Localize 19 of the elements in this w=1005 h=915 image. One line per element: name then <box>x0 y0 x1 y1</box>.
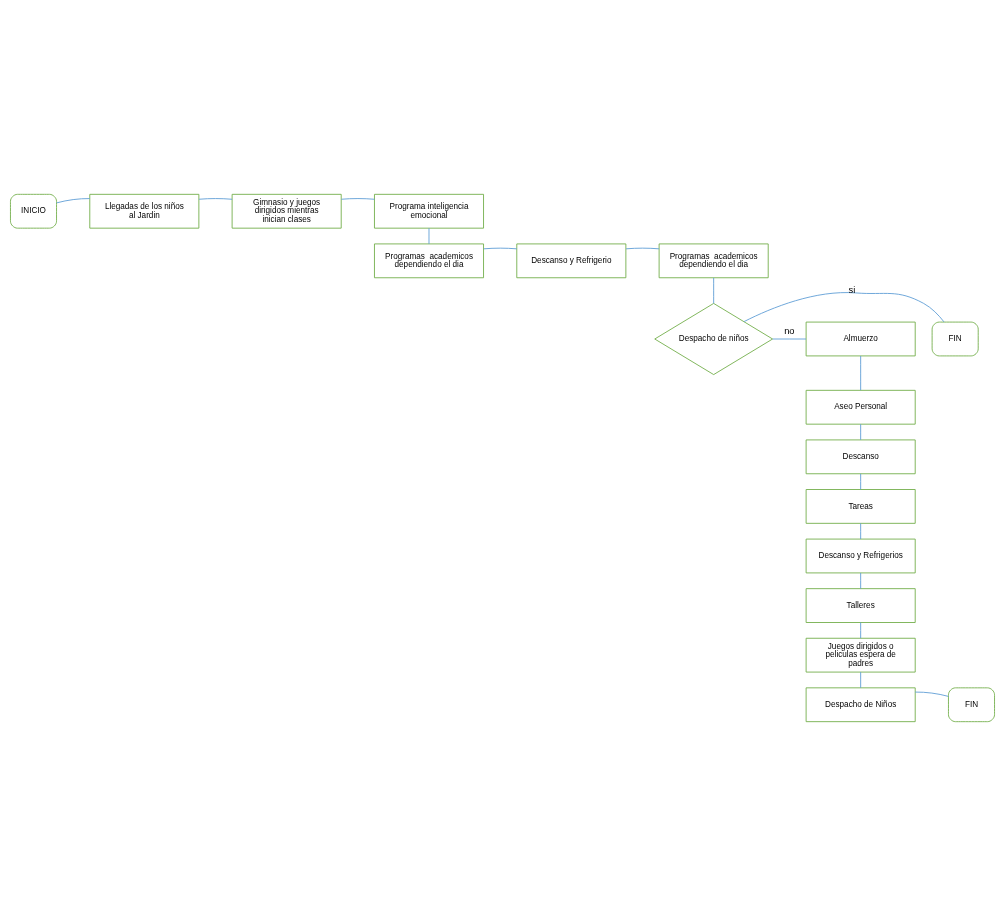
connector <box>772 338 807 339</box>
connector <box>860 621 862 639</box>
connector <box>860 572 862 589</box>
connector <box>860 671 862 688</box>
connector <box>625 247 660 249</box>
connector <box>341 197 375 200</box>
connector <box>56 197 91 203</box>
connector <box>860 472 862 490</box>
edge-label: si <box>848 284 856 295</box>
connector <box>743 291 945 322</box>
connector <box>713 277 715 304</box>
connector <box>428 227 430 244</box>
edge-label: no <box>784 325 795 336</box>
connector <box>483 247 518 249</box>
connector <box>860 355 862 391</box>
connector <box>860 423 862 440</box>
connector <box>198 197 233 200</box>
connector <box>860 522 862 539</box>
connector <box>914 691 949 697</box>
